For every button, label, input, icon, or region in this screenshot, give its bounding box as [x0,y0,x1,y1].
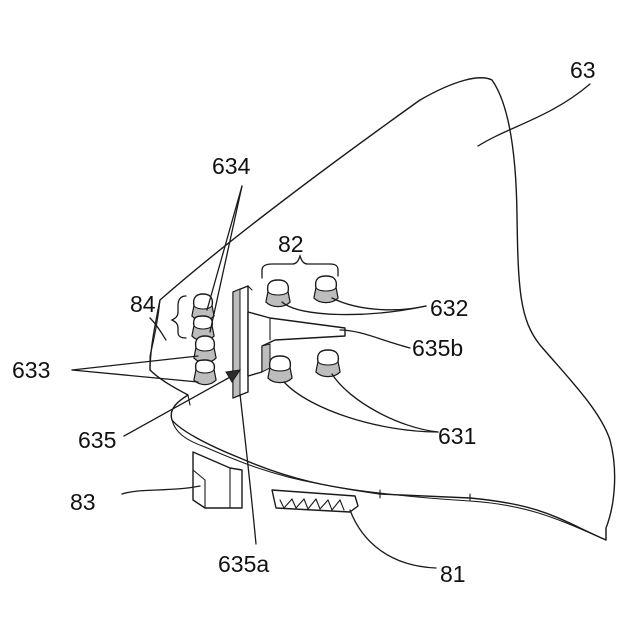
pins-634 [192,294,214,341]
label-83: 83 [70,489,96,515]
label-634: 634 [212,153,251,179]
label-84: 84 [130,291,156,317]
label-63: 63 [570,57,596,83]
label-81: 81 [440,561,466,587]
pins-633 [194,336,216,385]
leader-81 [350,510,436,568]
leader-83 [122,486,200,494]
label-633: 633 [12,357,50,383]
label-631: 631 [438,423,476,449]
label-635b: 635b [412,335,463,361]
label-635: 635 [78,427,116,453]
label-82: 82 [278,231,304,257]
rack-81 [272,490,358,512]
label-635a: 635a [218,551,269,577]
label-632: 632 [430,295,468,321]
foot-83 [193,452,242,508]
